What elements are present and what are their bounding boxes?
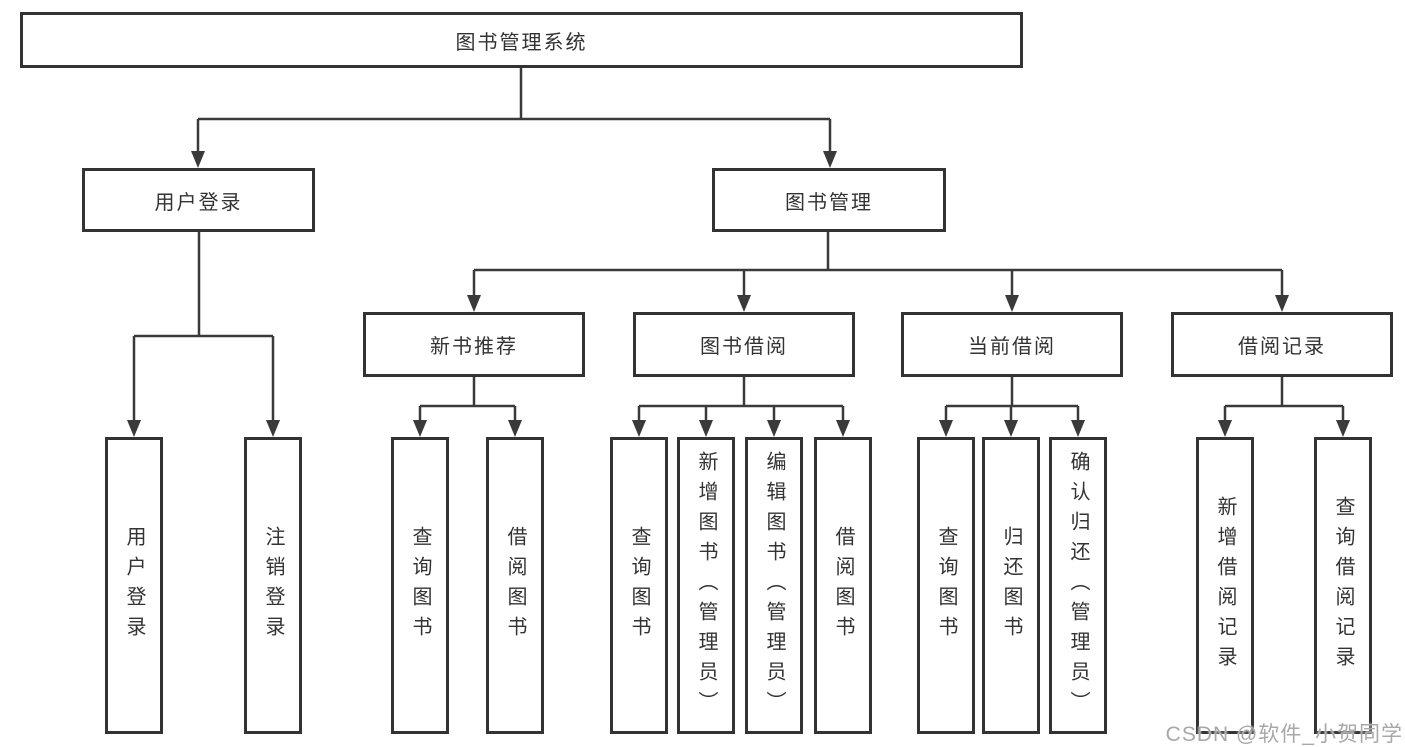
node-borrowing-records: 借阅记录 xyxy=(1171,312,1393,377)
leaf-borrow-add-books-admin: 新增图书（管理员） xyxy=(677,437,735,734)
node-label: 新增图书（管理员） xyxy=(695,450,717,721)
node-label: 新书推荐 xyxy=(430,336,518,358)
node-label: 注销登录 xyxy=(262,525,284,646)
node-label: 新增借阅记录 xyxy=(1214,495,1236,676)
node-book-management-branch: 图书管理 xyxy=(712,168,946,232)
leaf-borrow-borrow-books: 借阅图书 xyxy=(814,437,872,734)
leaf-newbooks-borrow-books: 借阅图书 xyxy=(486,437,544,734)
node-label: 用户登录 xyxy=(154,191,243,214)
node-label: 编辑图书（管理员） xyxy=(763,450,785,721)
leaf-user-login: 用户登录 xyxy=(105,437,163,734)
node-label: 查询图书 xyxy=(935,525,957,646)
node-label: 查询借阅记录 xyxy=(1332,495,1354,676)
leaf-logout: 注销登录 xyxy=(244,437,302,734)
node-label: 当前借阅 xyxy=(968,336,1056,358)
node-user-login-branch: 用户登录 xyxy=(82,168,315,232)
node-label: 借阅记录 xyxy=(1238,336,1326,358)
node-current-borrowing: 当前借阅 xyxy=(901,312,1123,377)
node-label: 图书管理系统 xyxy=(455,31,588,54)
leaf-newbooks-query-books: 查询图书 xyxy=(391,437,449,734)
node-new-book-recommendation: 新书推荐 xyxy=(363,312,585,377)
leaf-borrow-edit-books-admin: 编辑图书（管理员） xyxy=(745,437,803,734)
leaf-current-query-books: 查询图书 xyxy=(917,437,975,734)
node-root-library-management-system: 图书管理系统 xyxy=(20,12,1023,68)
leaf-borrow-query-books: 查询图书 xyxy=(610,437,668,734)
node-label: 图书管理 xyxy=(785,191,873,214)
node-label: 图书借阅 xyxy=(700,336,788,358)
node-label: 用户登录 xyxy=(123,525,145,646)
node-label: 查询图书 xyxy=(628,525,650,646)
node-label: 归还图书 xyxy=(1000,525,1022,646)
node-label: 借阅图书 xyxy=(832,525,854,646)
leaf-current-confirm-return-admin: 确认归还（管理员） xyxy=(1049,437,1107,734)
node-label: 查询图书 xyxy=(409,525,431,646)
node-book-borrowing: 图书借阅 xyxy=(633,312,855,377)
leaf-records-query-record: 查询借阅记录 xyxy=(1314,437,1372,734)
connector-segments xyxy=(132,68,1345,421)
leaf-records-add-record: 新增借阅记录 xyxy=(1196,437,1254,734)
node-label: 借阅图书 xyxy=(504,525,526,646)
arrowheads xyxy=(127,151,1350,437)
leaf-current-return-books: 归还图书 xyxy=(982,437,1040,734)
node-label: 确认归还（管理员） xyxy=(1067,450,1089,721)
csdn-watermark: CSDN @软件_小贺同学 xyxy=(1165,723,1403,746)
